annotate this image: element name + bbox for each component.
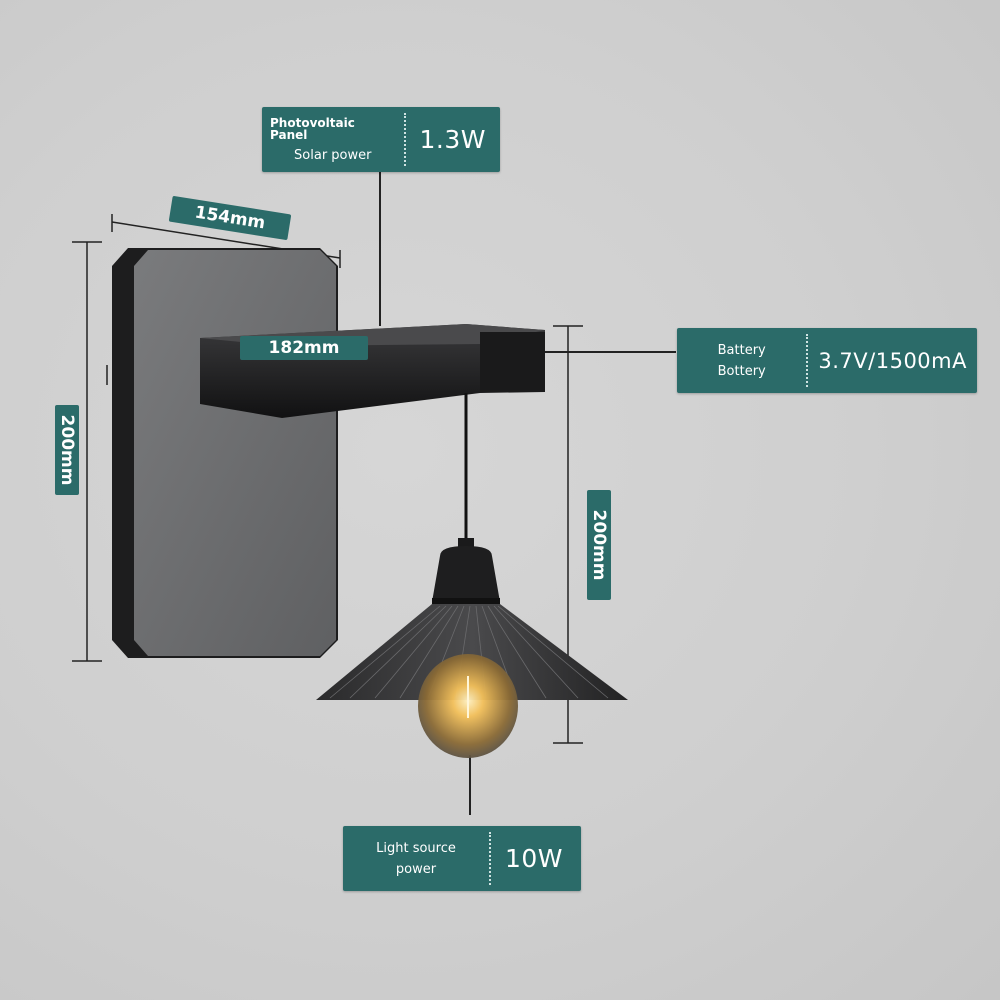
battery-title: Battery — [717, 342, 766, 358]
label-divider — [806, 334, 809, 387]
panel-height-dimension: 200mm — [55, 405, 79, 495]
arm-length-dimension: 182mm — [240, 336, 368, 360]
photovoltaic-title: Photovoltaic Panel — [270, 116, 355, 142]
photovoltaic-value: 1.3W — [419, 125, 486, 154]
light-source-subtitle: power — [395, 861, 437, 877]
battery-label-text: Battery Bottery — [677, 328, 806, 393]
photovoltaic-label-text: Photovoltaic Panel Solar power — [262, 107, 404, 172]
light-source-label-text: Light source power — [343, 826, 489, 891]
lamp-shade — [316, 604, 628, 700]
pendant-drop-dimension: 200mm — [587, 490, 611, 600]
lamp-socket — [432, 538, 500, 608]
photovoltaic-subtitle: Solar power — [294, 148, 372, 163]
light-source-value: 10W — [505, 844, 564, 873]
light-source-title: Light source — [376, 840, 456, 856]
label-divider — [489, 832, 491, 885]
photovoltaic-label: Photovoltaic Panel Solar power 1.3W — [262, 107, 500, 172]
battery-subtitle: Bottery — [717, 363, 766, 379]
solar-panel — [112, 248, 338, 658]
label-divider — [403, 113, 406, 166]
bulb — [418, 654, 518, 758]
battery-label: Battery Bottery 3.7V/1500mA — [677, 328, 977, 393]
battery-value: 3.7V/1500mA — [818, 348, 967, 373]
light-source-label: Light source power 10W — [343, 826, 581, 891]
